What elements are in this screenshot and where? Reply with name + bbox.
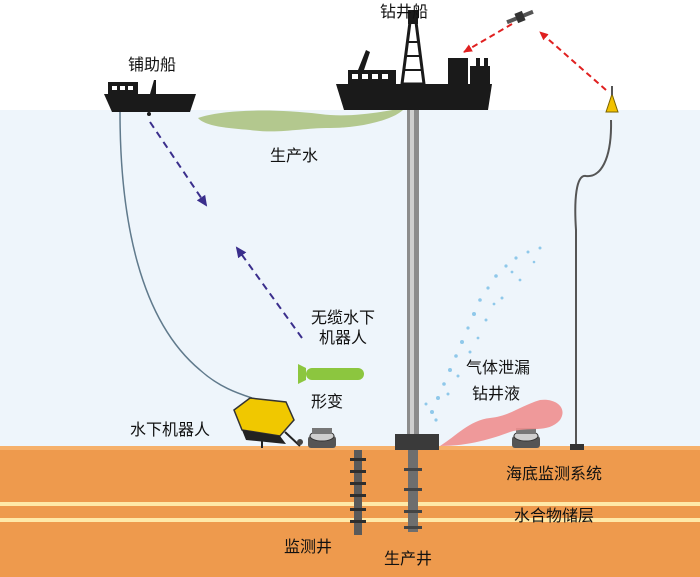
label-untethered-robot-line1: 无缆水下 [311, 308, 376, 327]
label-support-vessel: 铺助船 [128, 55, 177, 74]
buoy-cable [574, 119, 613, 450]
label-hydrate-reservoir: 水合物储层 [514, 506, 595, 525]
surface-buoy [570, 86, 619, 450]
satellite-icon [506, 9, 534, 25]
untethered-robot [298, 364, 364, 384]
sea-water [0, 110, 700, 455]
robot-to-vessel-arrow [235, 246, 303, 339]
label-untethered-robot-line2: 机器人 [319, 328, 368, 347]
underwater-robot [233, 397, 303, 448]
seabed-monitor-right [512, 428, 540, 448]
label-gas-leak: 气体泄漏 [466, 358, 531, 377]
seabed-monitor-left [308, 428, 336, 448]
label-underwater-robot: 水下机器人 [130, 420, 211, 439]
seabed [0, 448, 700, 577]
monitoring-well-casing [354, 450, 362, 535]
gas-leak-bubbles [424, 246, 542, 422]
label-seabed-monitoring: 海底监测系统 [506, 464, 603, 483]
monitoring-well-sensors [350, 458, 366, 523]
produced-water-plume [198, 108, 405, 132]
buoy-to-satellite-arrow [539, 31, 607, 91]
label-monitoring-well: 监测井 [284, 537, 333, 556]
production-wellhead [395, 434, 439, 450]
label-deformation: 形变 [311, 392, 344, 411]
label-untethered-robot: 无缆水下 机器人 [311, 308, 375, 348]
reservoir-band-top [0, 502, 700, 506]
robot-tether [119, 111, 253, 399]
drill-ship [336, 10, 492, 110]
label-production-well: 生产井 [384, 549, 433, 568]
support-vessel [104, 80, 196, 116]
label-produced-water: 生产水 [270, 146, 319, 165]
vessel-to-robot-arrow [149, 121, 208, 207]
label-drill-ship: 钻井船 [380, 2, 429, 21]
drilling-fluid-plume [440, 399, 563, 446]
label-drilling-fluid: 钻井液 [472, 384, 521, 403]
